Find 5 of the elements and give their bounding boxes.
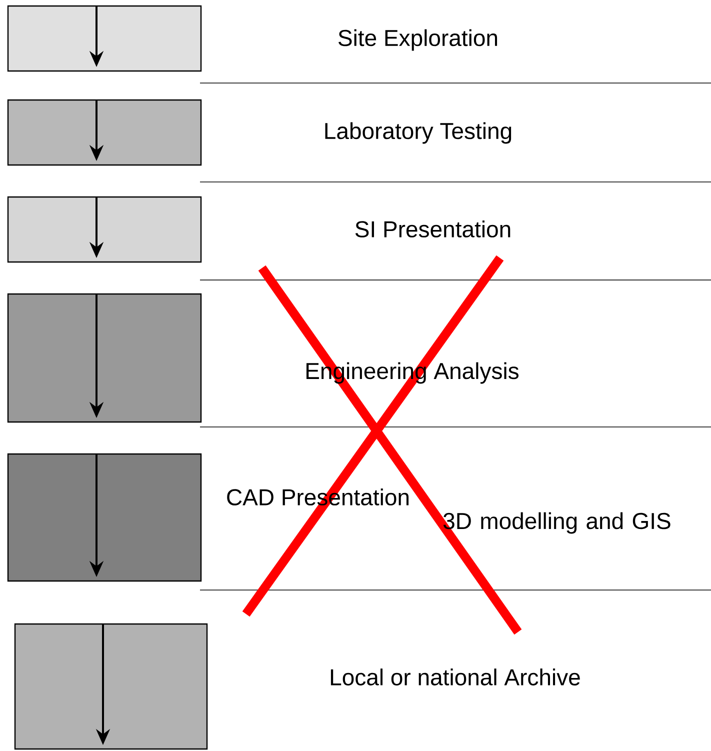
step-label: Local or national Archive <box>330 668 580 686</box>
step-label: Laboratory Testing <box>325 122 512 144</box>
step-label: SI Presentation <box>355 220 510 238</box>
step-label: Site Exploration <box>338 29 498 51</box>
step-label: 3D modelling and GIS <box>443 512 670 534</box>
